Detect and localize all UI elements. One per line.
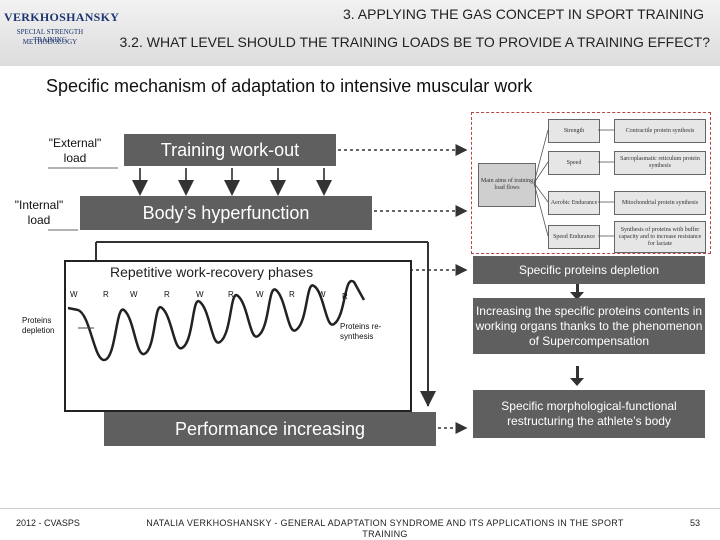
supercompensation-text: Increasing the specific proteins content… xyxy=(475,303,703,348)
page-number: 53 xyxy=(690,518,701,528)
restructuring-box: Specific morphological-functional restru… xyxy=(473,390,705,438)
header-band xyxy=(0,0,720,66)
aim-node: Aerobic Endurance xyxy=(548,191,600,215)
right-column-arrows xyxy=(570,284,584,386)
phase-label-r: R xyxy=(228,290,234,299)
phase-label-r: R xyxy=(164,290,170,299)
effect-node: Synthesis of proteins with buffer capaci… xyxy=(614,221,706,253)
slide-title: Specific mechanism of adaptation to inte… xyxy=(46,76,533,96)
wave-curve xyxy=(67,279,366,362)
repetitive-phases-panel xyxy=(64,260,412,412)
footer-center: NATALIA VERKHOSHANSKY - GENERAL ADAPTATI… xyxy=(146,518,624,539)
logo-line: METHODOLOGY xyxy=(22,38,78,46)
aim-node: Speed xyxy=(548,151,600,175)
internal-load-label: "Internal" load xyxy=(14,198,64,227)
logo-line: VERKHOSHANSKY xyxy=(4,10,120,24)
phase-label-w: W xyxy=(70,290,78,299)
phase-label-w: W xyxy=(196,290,204,299)
restructuring-text: Specific morphological-functional restru… xyxy=(501,399,677,428)
section-title: 3. APPLYING THE GAS CONCEPT IN SPORT TRA… xyxy=(343,6,704,22)
training-workout-box: Training work-out xyxy=(124,134,336,166)
performance-increasing-box: Performance increasing xyxy=(104,412,436,446)
flow-arrows xyxy=(132,168,332,196)
logo-line: SPECIAL STRENGTH TRAINING xyxy=(16,28,84,44)
phase-label-r: R xyxy=(289,290,295,299)
effect-node: Contractile protein synthesis xyxy=(614,119,706,143)
phase-label-w: W xyxy=(318,290,326,299)
external-load-label: "External" load xyxy=(48,136,102,165)
aim-node: Speed Endurance xyxy=(548,225,600,249)
proteins-depletion-label: Proteins depletion xyxy=(22,316,55,335)
proteins-resynthesis-label: Proteins re-synthesis xyxy=(340,322,382,341)
training-aims-diagram: Main aims of training load flows Strengt… xyxy=(471,112,711,254)
effect-node: Mitochondrial protein synthesis xyxy=(614,191,706,215)
aim-node: Strength xyxy=(548,119,600,143)
phase-label-r: R xyxy=(342,292,348,301)
logo: VERKHOSHANSKY SPECIAL STRENGTH TRAINING … xyxy=(4,6,120,60)
supercompensation-box: Increasing the specific proteins content… xyxy=(473,298,705,354)
specific-proteins-depletion-box: Specific proteins depletion xyxy=(473,256,705,284)
effect-node: Sarcoplasmatic reticulum protein synthes… xyxy=(614,151,706,175)
footer-divider xyxy=(0,508,720,509)
footer-left: 2012 - CVASPS xyxy=(16,518,80,528)
dashed-arrows xyxy=(338,144,468,434)
section-subtitle: 3.2. WHAT LEVEL SHOULD THE TRAINING LOAD… xyxy=(119,34,711,50)
phase-label-r: R xyxy=(103,290,109,299)
main-aims-node: Main aims of training load flows xyxy=(478,163,536,207)
body-hyperfunction-box: Body’s hyperfunction xyxy=(80,196,372,230)
repetitive-phases-title: Repetitive work-recovery phases xyxy=(110,264,314,280)
phase-label-w: W xyxy=(130,290,138,299)
phase-label-w: W xyxy=(256,290,264,299)
